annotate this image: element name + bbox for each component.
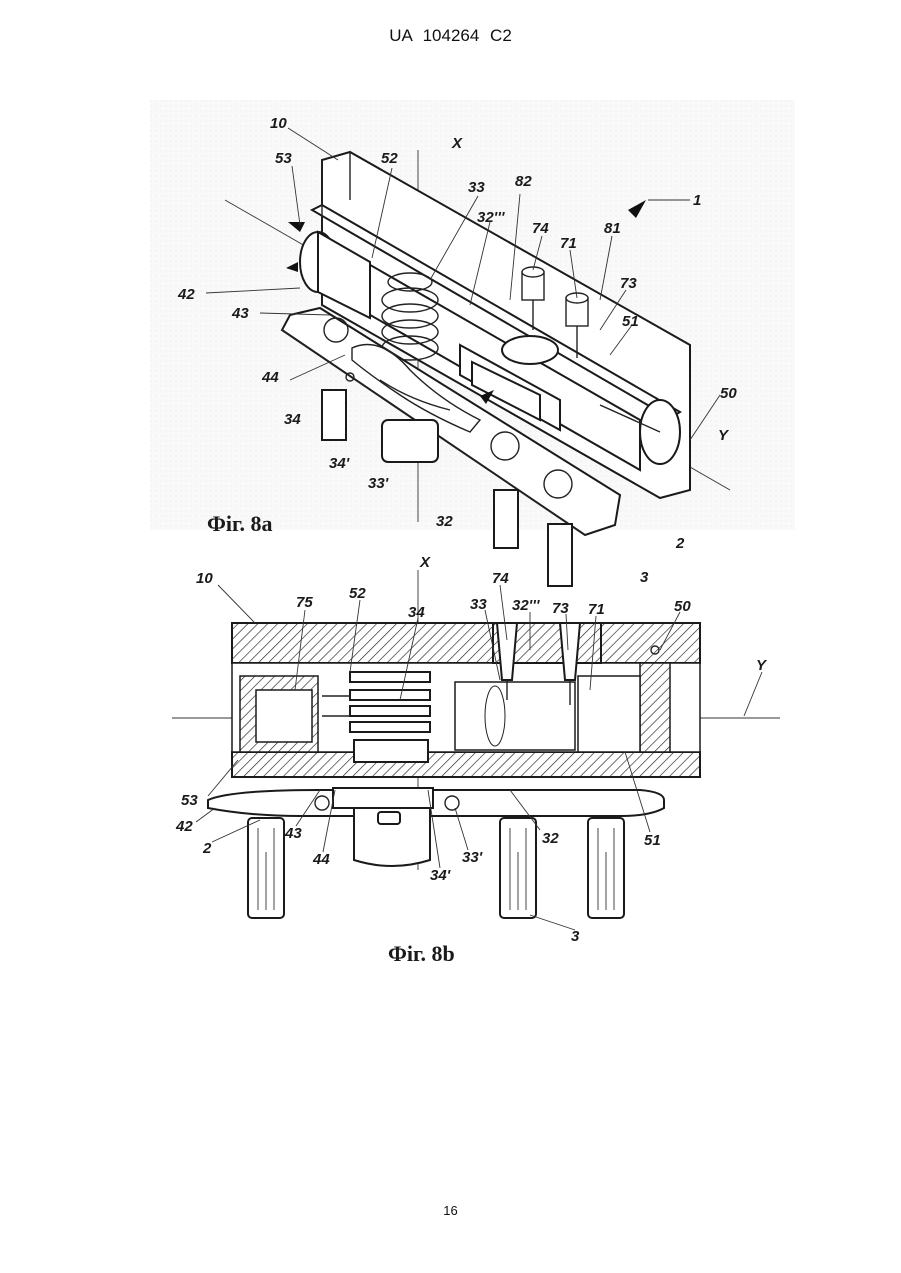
fig8b-label-3: 3 <box>571 928 580 945</box>
fig8b-label-x: X <box>419 554 431 571</box>
fig8b-label-33: 33 <box>470 596 487 613</box>
fig8b-label-50: 50 <box>674 598 691 615</box>
fig8b-label-53: 53 <box>181 792 198 809</box>
fig8b-label-74: 74 <box>492 570 509 587</box>
fig8a-label-x: X <box>451 135 463 152</box>
fig8a-caption: Фіг. 8а <box>207 511 273 536</box>
fig8b-label-75: 75 <box>296 594 313 611</box>
fig8b-label-44: 44 <box>312 851 330 868</box>
fig8b-caption: Фіг. 8b <box>388 941 455 966</box>
fig8b-label-52: 52 <box>349 585 366 602</box>
fig8a-label-53: 53 <box>275 150 292 167</box>
fig8b-label-33p: 33' <box>462 849 483 866</box>
fig8a-label-50: 50 <box>720 385 737 402</box>
fig8b-label-34p: 34' <box>430 867 451 884</box>
fig8b-label-43: 43 <box>284 825 302 842</box>
fig8a-label-32ppp: 32''' <box>477 209 505 226</box>
fig8a-label-33: 33 <box>468 179 485 196</box>
fig8b-label-42: 42 <box>175 818 193 835</box>
fig8a-label-81: 81 <box>604 220 621 237</box>
fig8b-label-73: 73 <box>552 600 569 617</box>
fig8a-label-51: 51 <box>622 313 639 330</box>
fig8a-label-71: 71 <box>560 235 577 252</box>
fig8b-label-32: 32 <box>542 830 559 847</box>
fig8b-label-32ppp: 32''' <box>512 597 540 614</box>
fig8a-label-33p: 33' <box>368 475 389 492</box>
fig8a-label-74: 74 <box>532 220 549 237</box>
fig8b-label-y: Y <box>756 657 768 674</box>
fig8a-label-52: 52 <box>381 150 398 167</box>
fig8a-label-1: 1 <box>693 192 701 209</box>
fig8b-label-51: 51 <box>644 832 661 849</box>
fig8a-label-32: 32 <box>436 513 453 530</box>
fig8a-label-3: 3 <box>640 569 649 586</box>
fig8a-label-34: 34 <box>284 411 301 428</box>
fig8b-label-10: 10 <box>196 570 213 587</box>
page-number: 16 <box>0 1203 901 1218</box>
fig8a-label-44: 44 <box>261 369 279 386</box>
fig8a-label-73: 73 <box>620 275 637 292</box>
fig8a-label-43: 43 <box>231 305 249 322</box>
fig8b-label-34: 34 <box>408 604 425 621</box>
fig8a-label-10: 10 <box>270 115 287 132</box>
fig8a-label-42: 42 <box>177 286 195 303</box>
fig8b-label-71: 71 <box>588 601 605 618</box>
fig8a-label-2: 2 <box>675 535 685 552</box>
fig8a-label-34p: 34' <box>329 455 350 472</box>
figure-8b: 10 75 52 X 74 34 33 32''' 73 71 50 Y 53 … <box>172 554 780 966</box>
figure-8a: 10 53 52 X 33 82 1 32''' 74 81 71 73 42 … <box>150 100 795 586</box>
fig8b-label-2: 2 <box>202 840 212 857</box>
fig8a-label-82: 82 <box>515 173 532 190</box>
